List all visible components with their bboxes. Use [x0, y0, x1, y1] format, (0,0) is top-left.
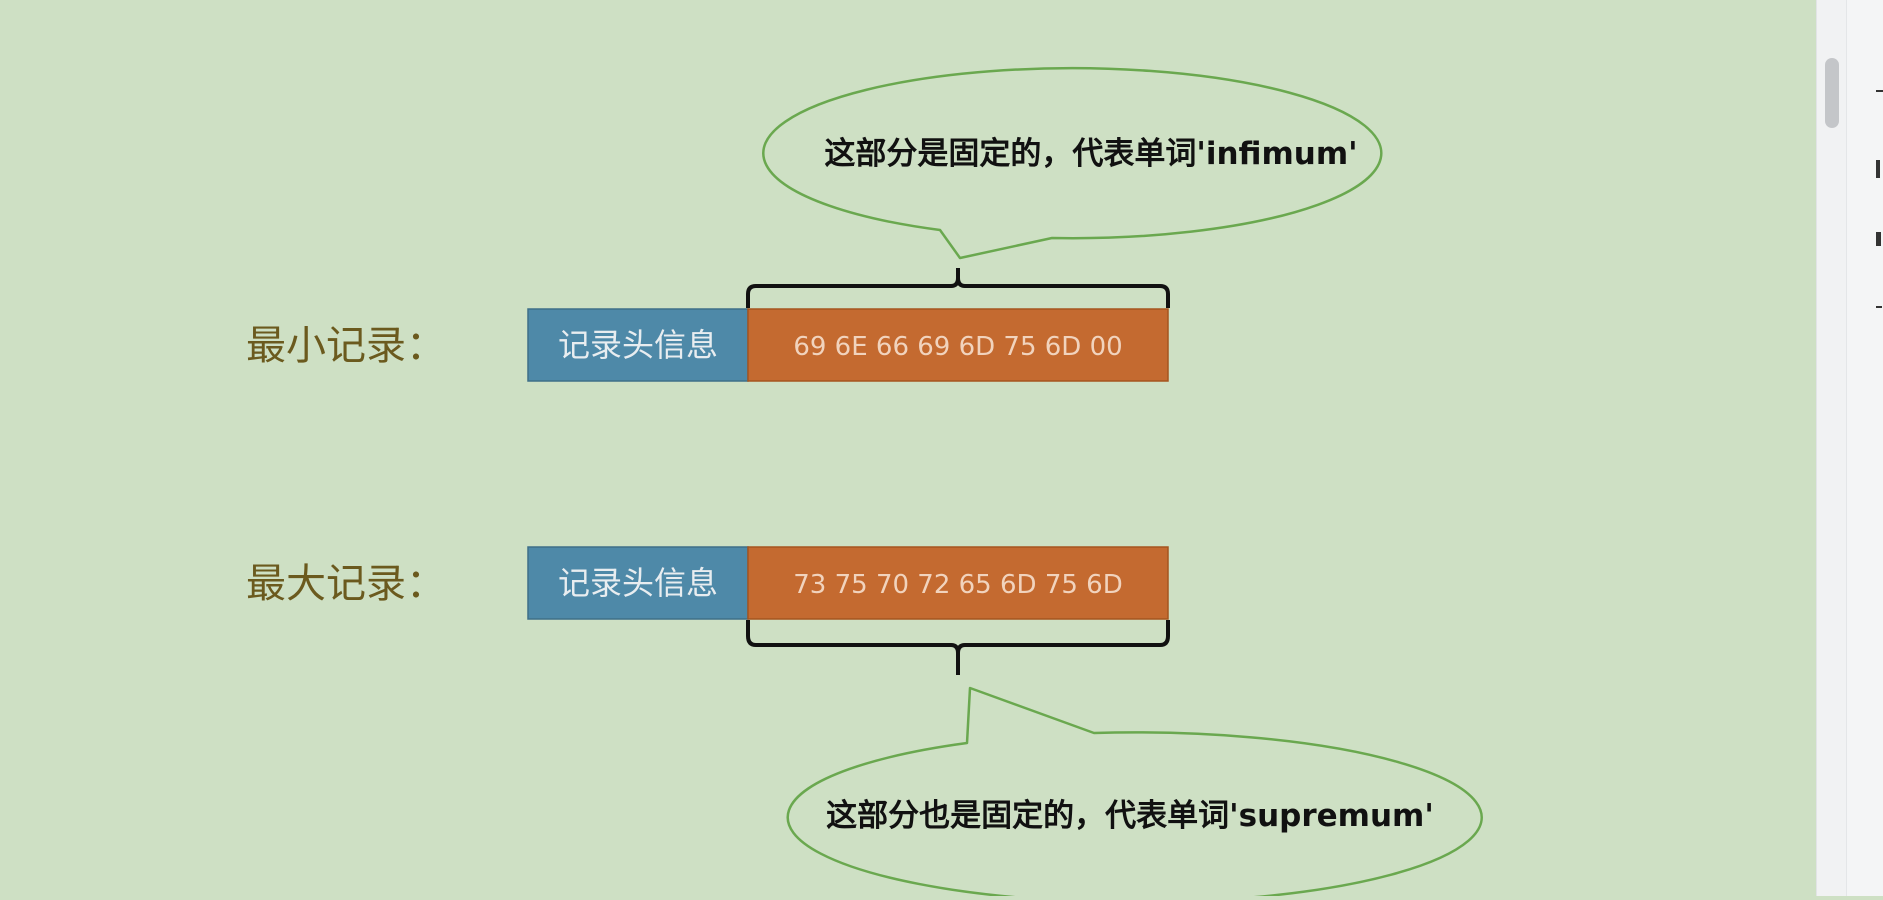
supremum-callout-text: 这部分也是固定的，代表单词'supremum'	[826, 798, 1434, 834]
infimum-record-label: 最小记录：	[246, 323, 446, 369]
infimum-bytes-cell	[747, 308, 1169, 382]
infimum-header-text: 记录头信息	[558, 326, 718, 364]
infimum-callout-text: 这部分是固定的，代表单词'infimum'	[824, 136, 1357, 172]
infimum-callout-bubble	[762, 66, 1383, 260]
supremum-bytes-text: 73 75 70 72 65 6D 75 6D	[793, 570, 1122, 600]
scrollbar-thumb[interactable]	[1825, 58, 1839, 128]
supremum-header-cell	[527, 546, 749, 620]
panel-text-fragment	[1876, 232, 1881, 246]
panel-text-fragment	[1876, 90, 1883, 92]
scrollbar-track[interactable]	[1817, 0, 1847, 896]
panel-text-fragment	[1876, 306, 1882, 308]
supremum-callout: 这部分也是固定的，代表单词'supremum'	[786, 686, 1483, 900]
supremum-bytes-brace	[746, 620, 1170, 675]
supremum-record-row: 最大记录： 记录头信息 73 75 70 72 65 6D 75 6D	[246, 546, 1169, 620]
infimum-callout: 这部分是固定的，代表单词'infimum'	[762, 66, 1383, 260]
infimum-header-cell	[527, 308, 749, 382]
infimum-bytes-brace	[746, 268, 1170, 308]
infimum-bytes-text: 69 6E 66 69 6D 75 6D 00	[793, 332, 1122, 362]
record-diagram: 这部分是固定的，代表单词'infimum' 最小记录： 记录头信息 69 6E …	[246, 66, 1483, 900]
supremum-record-label: 最大记录：	[246, 561, 446, 607]
supremum-callout-bubble	[786, 686, 1483, 900]
supremum-header-text: 记录头信息	[558, 564, 718, 602]
infimum-record-row: 最小记录： 记录头信息 69 6E 66 69 6D 75 6D 00	[246, 308, 1169, 382]
supremum-bytes-cell	[747, 546, 1169, 620]
panel-text-fragment	[1876, 160, 1880, 178]
side-panel	[1816, 0, 1883, 896]
